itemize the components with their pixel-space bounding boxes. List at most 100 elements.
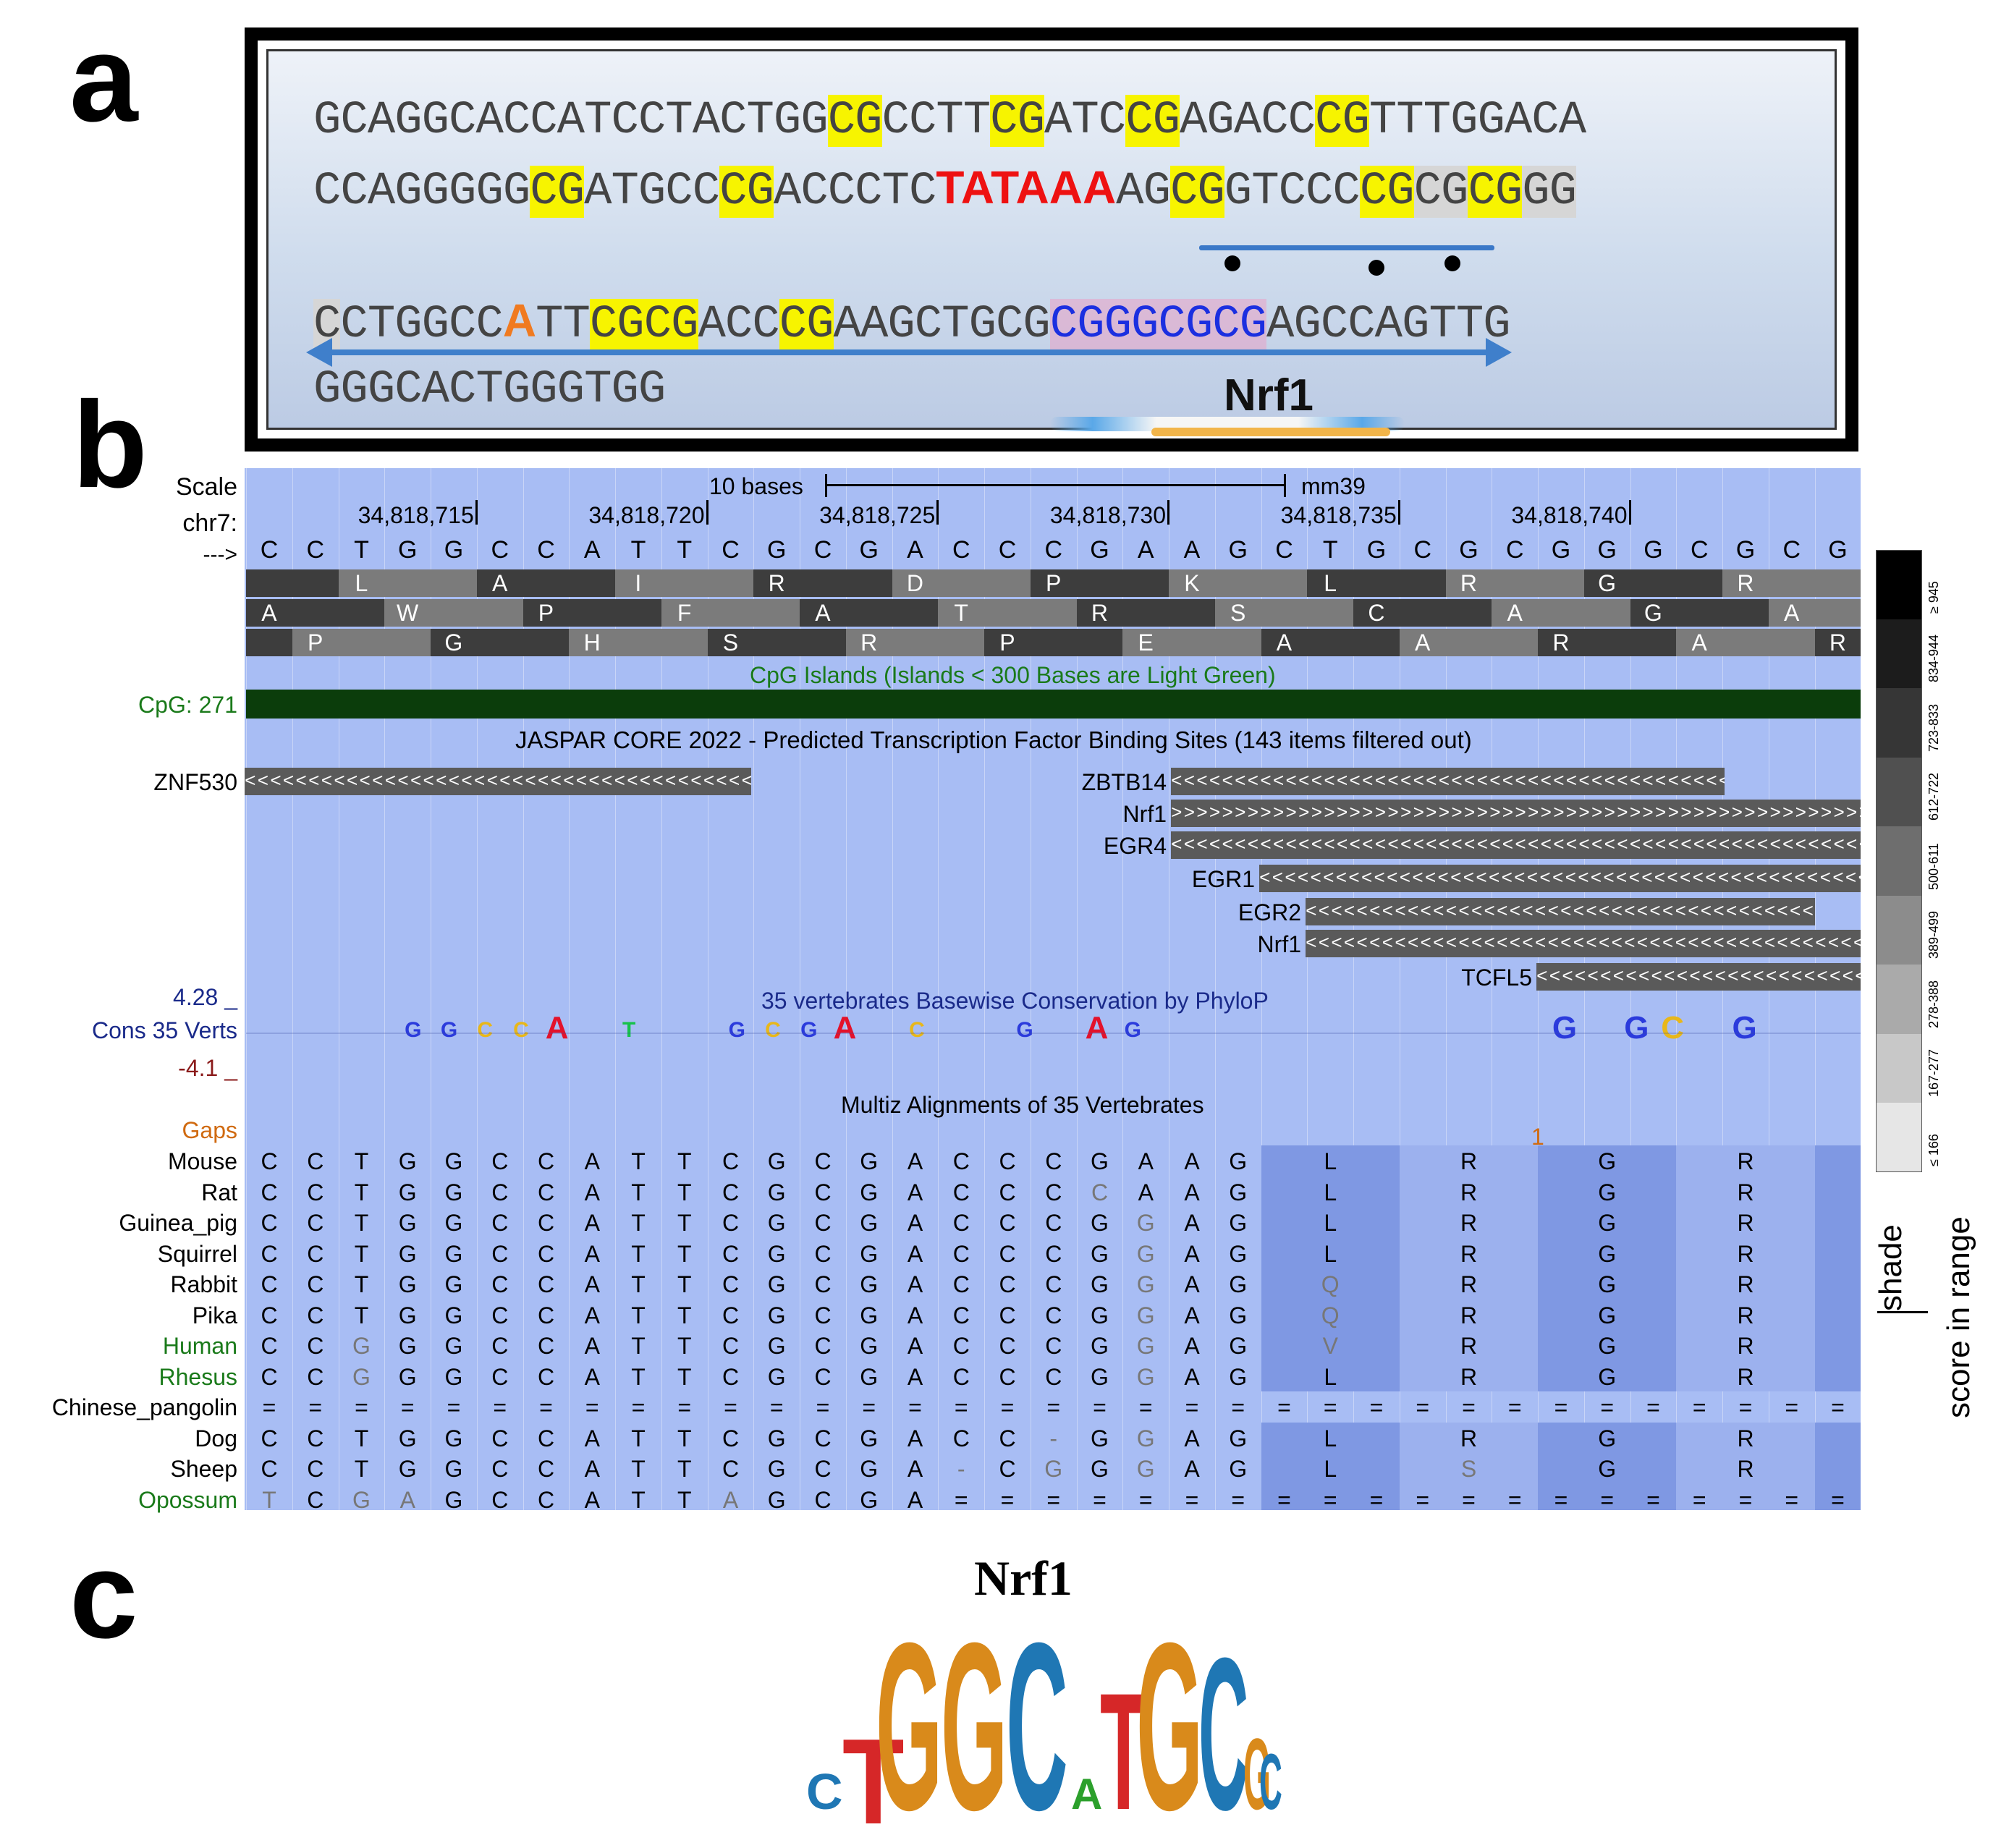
aligned-base: C [307, 1148, 324, 1174]
species-label[interactable]: Dog [195, 1425, 237, 1451]
grid-line [292, 468, 293, 1510]
aligned-base: G [1091, 1456, 1109, 1482]
aligned-base: C [307, 1210, 324, 1236]
codon-box [1814, 1176, 1861, 1207]
tfbs-bar-tcfl5[interactable]: <<<<<<<<<<<<<<<<<<<<<<<<<<<<<<<<<< [1536, 963, 1861, 991]
tfbs-bar-nrf1[interactable]: <<<<<<<<<<<<<<<<<<<<<<<<<<<<<<<<<<<<<<<<… [1306, 930, 1861, 957]
aligned-base: C [952, 1363, 970, 1390]
legend-swatch [1876, 895, 1922, 965]
reference-base: C [998, 536, 1017, 564]
amino-acid: R [1552, 630, 1570, 656]
tfbs-bar-egr4[interactable]: <<<<<<<<<<<<<<<<<<<<<<<<<<<<<<<<<<<<<<<<… [1171, 831, 1861, 859]
codon-cell [1261, 629, 1400, 656]
species-label[interactable]: Guinea_pig [119, 1210, 237, 1236]
nrf1-protein-base [1151, 428, 1390, 436]
sequence-segment: ACC [698, 299, 780, 351]
aligned-base: G [1229, 1148, 1248, 1174]
legend-title-score: score in range [1941, 1216, 1976, 1418]
reference-base: T [677, 536, 693, 564]
tfbs-label[interactable]: EGR1 [1191, 866, 1255, 892]
aligned-amino-acid: R [1460, 1363, 1478, 1390]
aligned-base: A [584, 1210, 600, 1236]
reference-base: T [630, 536, 646, 564]
cons-track-label[interactable]: Cons 35 Verts [92, 1017, 237, 1043]
reference-base: C [813, 536, 832, 564]
tfbs-bar-znf530[interactable]: <<<<<<<<<<<<<<<<<<<<<<<<<<<<<<<<<<<<<<<<… [245, 768, 751, 795]
aligned-base: C [952, 1271, 970, 1297]
aligned-base: A [722, 1486, 739, 1511]
codon-cell [1722, 569, 1861, 597]
aligned-base: C [307, 1333, 324, 1359]
grid-line [845, 468, 847, 1510]
tfbs-bar-nrf1[interactable]: >>>>>>>>>>>>>>>>>>>>>>>>>>>>>>>>>>>>>>>>… [1171, 800, 1861, 827]
strand-label: ---> [203, 543, 238, 567]
tfbs-label[interactable]: Nrf1 [1122, 801, 1167, 827]
aligned-base: A [907, 1148, 923, 1174]
grid-line [1307, 468, 1308, 1510]
tss-base: A [502, 294, 536, 347]
aligned-base: T [262, 1486, 276, 1511]
conservation-base: G [405, 1018, 422, 1042]
species-label[interactable]: Rabbit [170, 1271, 238, 1297]
aligned-base: G [767, 1486, 786, 1511]
species-label[interactable]: Opossum [138, 1486, 237, 1513]
aligned-base: C [814, 1486, 832, 1511]
reference-base: G [444, 536, 464, 564]
cpg-label[interactable]: CpG: 271 [138, 692, 237, 718]
legend-swatch [1876, 550, 1922, 619]
cpg-highlight: CG [779, 299, 834, 351]
sequence-segment: CCTT [881, 95, 991, 147]
cpg-island-bar[interactable] [246, 690, 1861, 719]
aligned-amino-acid: L [1324, 1456, 1337, 1482]
codon-box [1399, 1176, 1538, 1207]
reference-base: G [1551, 536, 1571, 564]
aligned-base: G [1229, 1210, 1248, 1236]
aligned-base: G [1136, 1425, 1155, 1451]
codon-cell [1538, 629, 1677, 656]
aligned-base: = [631, 1394, 646, 1420]
species-label[interactable]: Sheep [170, 1456, 237, 1482]
aligned-amino-acid: L [1324, 1240, 1337, 1267]
aligned-base: G [398, 1363, 417, 1390]
tfbs-bar-zbtb14[interactable]: <<<<<<<<<<<<<<<<<<<<<<<<<<<<<<<<<<<<<<<<… [1171, 768, 1725, 795]
codon-box [1261, 1360, 1400, 1391]
aligned-base: A [584, 1456, 600, 1482]
species-label[interactable]: Rat [201, 1179, 237, 1205]
species-label[interactable]: Chinese_pangolin [51, 1394, 237, 1420]
tfbs-label[interactable]: TCFL5 [1461, 965, 1532, 991]
cpg-highlight: CG [1359, 166, 1415, 218]
aligned-base: T [677, 1363, 692, 1390]
tfbs-bar-egr2[interactable]: <<<<<<<<<<<<<<<<<<<<<<<<<<<<<<<<<<<<<<<<… [1306, 898, 1815, 925]
tata-box: TATAAA [936, 161, 1117, 213]
aligned-base: C [814, 1302, 832, 1328]
aligned-base: C [999, 1148, 1016, 1174]
aligned-base: G [398, 1179, 417, 1205]
aligned-amino-acid: V [1322, 1333, 1338, 1359]
tfbs-bar-egr1[interactable]: <<<<<<<<<<<<<<<<<<<<<<<<<<<<<<<<<<<<<<<<… [1259, 865, 1861, 892]
tfbs-label[interactable]: Nrf1 [1257, 931, 1301, 957]
tfbs-label[interactable]: EGR2 [1238, 899, 1301, 925]
species-label[interactable]: Mouse [167, 1148, 237, 1174]
amino-acid: S [722, 630, 739, 656]
species-label[interactable]: Rhesus [158, 1363, 238, 1390]
aligned-base: G [444, 1179, 463, 1205]
position-tick [1167, 500, 1169, 525]
aligned-amino-acid: L [1324, 1363, 1337, 1390]
tfbs-label[interactable]: EGR4 [1103, 833, 1167, 859]
aligned-base: C [537, 1302, 555, 1328]
aligned-base: G [860, 1271, 879, 1297]
aligned-base: A [1184, 1148, 1200, 1174]
codon-box [1814, 1268, 1861, 1300]
cons-max-label: 4.28 _ [173, 984, 237, 1010]
species-label[interactable]: Human [162, 1333, 237, 1359]
species-label[interactable]: Pika [192, 1302, 237, 1328]
aligned-base: A [907, 1486, 923, 1511]
species-label[interactable]: Squirrel [157, 1240, 237, 1267]
codon-cell [615, 569, 754, 597]
cpg-highlight: CG [827, 95, 883, 147]
tfbs-label[interactable]: ZNF530 [153, 769, 237, 795]
reference-base: T [354, 536, 369, 564]
aligned-base: G [767, 1456, 786, 1482]
amino-acid: K [1184, 570, 1200, 596]
tfbs-label[interactable]: ZBTB14 [1081, 769, 1167, 795]
